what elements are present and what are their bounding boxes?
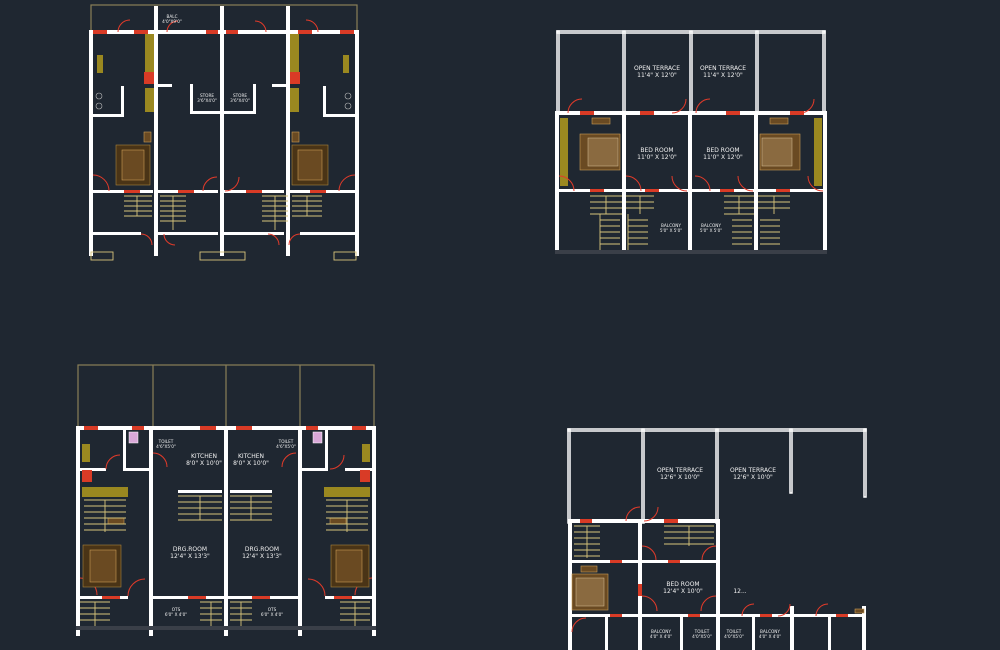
br-label-partial: 12... [733,588,746,595]
stair [590,195,790,250]
stair [124,195,322,230]
stair [574,525,714,558]
stair [80,495,370,626]
